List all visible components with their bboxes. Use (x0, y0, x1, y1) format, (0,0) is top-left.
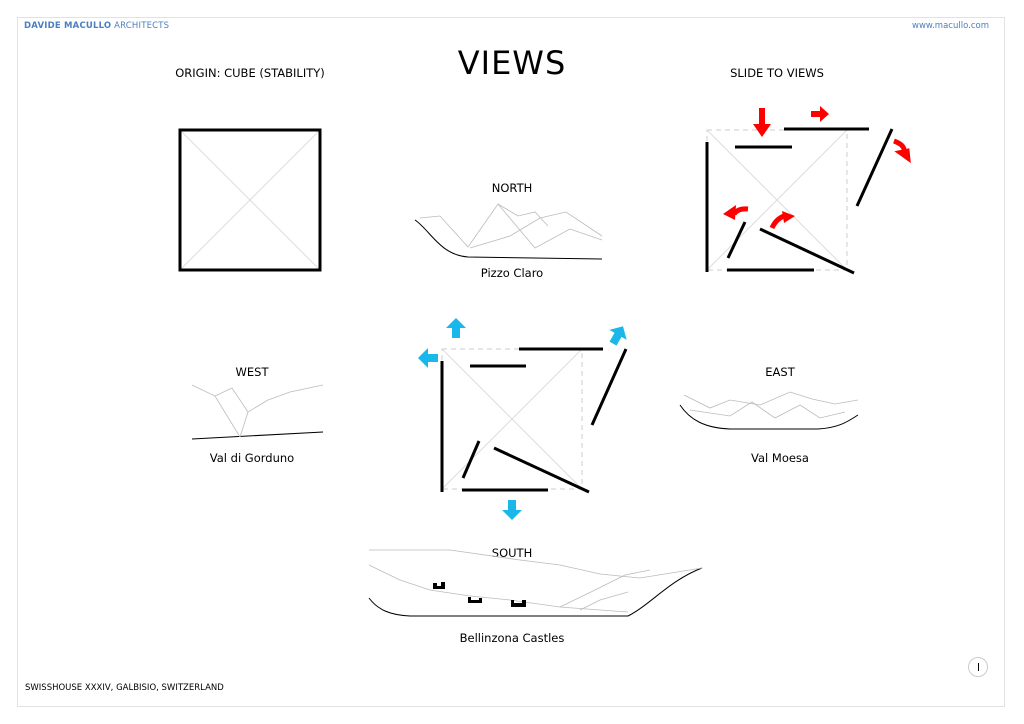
project-caption: SWISSHOUSE XXXIV, GALBISIO, SWITZERLAND (25, 683, 224, 693)
west-view-arrow-icon (418, 348, 438, 368)
origin-cube (178, 128, 322, 272)
slide-arrow-right-icon (811, 106, 829, 122)
sheet-frame (17, 17, 1005, 707)
brand-sub: ARCHITECTS (114, 21, 170, 31)
center-diagram (418, 318, 632, 520)
west-landscape (191, 384, 324, 440)
south-place-label: Bellinzona Castles (459, 631, 565, 645)
south-label: SOUTH (491, 546, 533, 560)
north-place-label: Pizzo Claro (480, 266, 544, 280)
slide-arrow-curve-up-icon (769, 213, 785, 230)
north-view-arrow-icon (446, 318, 466, 338)
east-landscape (679, 391, 859, 430)
castle-icon (468, 597, 482, 603)
website-link[interactable]: www.macullo.com (912, 21, 989, 31)
slide-arrow-curve-left-icon (731, 206, 749, 216)
east-view-arrow-icon (604, 321, 632, 349)
north-label: NORTH (491, 181, 533, 195)
castle-icon (433, 582, 445, 589)
brand-name: DAVIDE MACULLO (24, 21, 112, 31)
west-label: WEST (235, 365, 269, 379)
slide-arrow-down-icon (753, 108, 771, 137)
castle-icon (511, 600, 526, 607)
page-title: VIEWS (457, 44, 567, 82)
south-landscape (368, 549, 703, 617)
slide-diagram (705, 106, 911, 275)
origin-label: ORIGIN: CUBE (STABILITY) (175, 66, 325, 80)
north-landscape (414, 203, 603, 260)
east-place-label: Val Moesa (751, 451, 809, 465)
south-view-arrow-icon (502, 500, 522, 520)
slide-label: SLIDE TO VIEWS (730, 66, 824, 80)
brand: DAVIDE MACULLO ARCHITECTS (24, 21, 169, 31)
north-arrow-icon (968, 657, 988, 677)
east-label: EAST (765, 365, 795, 379)
west-place-label: Val di Gorduno (209, 451, 295, 465)
